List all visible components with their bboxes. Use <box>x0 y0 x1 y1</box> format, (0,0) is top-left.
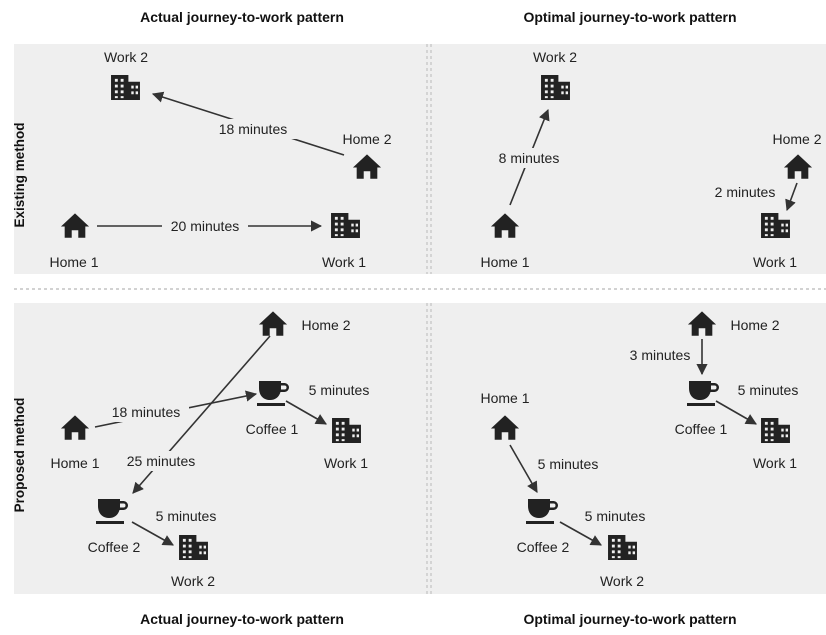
node-coffee2: Coffee 2 <box>88 539 141 555</box>
header-bottom-left: Actual journey-to-work pattern <box>140 611 344 627</box>
node-work1: Work 1 <box>753 455 797 471</box>
edge-coffee2-work2 <box>559 521 602 546</box>
panel-proposed-optimal: 3 minutes 5 minutes 5 minutes 5 minutes … <box>480 311 798 589</box>
label-5-minutes: 5 minutes <box>156 508 217 524</box>
node-coffee2: Coffee 2 <box>517 539 570 555</box>
label-8-minutes: 8 minutes <box>499 150 560 166</box>
label-2-minutes: 2 minutes <box>715 184 776 200</box>
edge-home2-work1 <box>785 182 798 212</box>
row-header-existing: Existing method <box>12 122 27 227</box>
label-5-minutes: 5 minutes <box>309 382 370 398</box>
edge-home1-coffee2 <box>509 444 538 493</box>
panel-existing-optimal: 8 minutes 2 minutes Home 1 Work 2 Home 2… <box>480 49 821 270</box>
label-5-minutes: 5 minutes <box>585 508 646 524</box>
node-home2: Home 2 <box>342 131 391 147</box>
label-18-minutes: 18 minutes <box>219 121 287 137</box>
edge-coffee2-work2 <box>131 521 174 546</box>
node-coffee1: Coffee 1 <box>675 421 728 437</box>
panel-existing-actual: 20 minutes 18 minutes Home 1 Work 1 Home… <box>49 49 391 270</box>
header-top-right: Optimal journey-to-work pattern <box>523 9 736 25</box>
node-home1: Home 1 <box>50 455 99 471</box>
node-home1: Home 1 <box>480 390 529 406</box>
label-25-minutes: 25 minutes <box>127 453 195 469</box>
node-work2: Work 2 <box>171 573 215 589</box>
node-work2: Work 2 <box>600 573 644 589</box>
node-home2: Home 2 <box>772 131 821 147</box>
label-5-minutes: 5 minutes <box>738 382 799 398</box>
node-home1: Home 1 <box>480 254 529 270</box>
node-work2: Work 2 <box>104 49 148 65</box>
label-5-minutes: 5 minutes <box>538 456 599 472</box>
node-work1: Work 1 <box>324 455 368 471</box>
panel-proposed-actual: 18 minutes 25 minutes 5 minutes 5 minute… <box>50 311 369 589</box>
label-3-minutes: 3 minutes <box>630 347 691 363</box>
node-home2: Home 2 <box>301 317 350 333</box>
header-bottom-right: Optimal journey-to-work pattern <box>523 611 736 627</box>
label-18-minutes: 18 minutes <box>112 404 180 420</box>
panel-existing <box>14 44 826 274</box>
edge-coffee1-work1 <box>715 400 757 425</box>
node-home2: Home 2 <box>730 317 779 333</box>
node-home1: Home 1 <box>49 254 98 270</box>
row-header-proposed: Proposed method <box>12 398 27 513</box>
node-coffee1: Coffee 1 <box>246 421 299 437</box>
node-work1: Work 1 <box>322 254 366 270</box>
edge-coffee1-work1 <box>285 400 327 425</box>
label-20-minutes: 20 minutes <box>171 218 239 234</box>
header-top-left: Actual journey-to-work pattern <box>140 9 344 25</box>
node-work2: Work 2 <box>533 49 577 65</box>
node-work1: Work 1 <box>753 254 797 270</box>
